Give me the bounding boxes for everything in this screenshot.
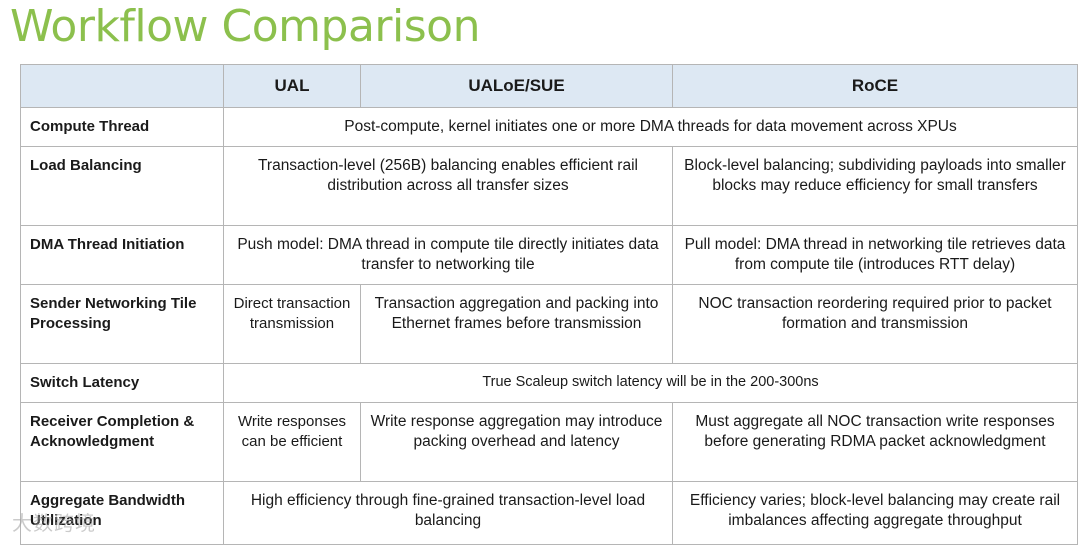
cell-dma-thread-roce: Pull model: DMA thread in networking til…	[672, 225, 1078, 285]
table-row-load-balancing: Load Balancing Transaction-level (256B) …	[20, 146, 1078, 226]
row-label-switch-latency: Switch Latency	[20, 363, 224, 403]
header-roce: RoCE	[672, 64, 1078, 108]
cell-dma-thread-ual-sue: Push model: DMA thread in compute tile d…	[223, 225, 673, 285]
cell-load-balancing-ual-sue: Transaction-level (256B) balancing enabl…	[223, 146, 673, 226]
cell-sender-processing-roce: NOC transaction reordering required prio…	[672, 284, 1078, 364]
table-row-dma-thread: DMA Thread Initiation Push model: DMA th…	[20, 225, 1078, 285]
table-row-sender-processing: Sender Networking Tile Processing Direct…	[20, 284, 1078, 364]
row-label-dma-thread: DMA Thread Initiation	[20, 225, 224, 285]
cell-receiver-completion-sue: Write response aggregation may introduce…	[360, 402, 673, 482]
table-row-switch-latency: Switch Latency True Scaleup switch laten…	[20, 363, 1078, 403]
row-label-aggregate-bandwidth: Aggregate Bandwidth Utilization	[20, 481, 224, 545]
cell-switch-latency-all: True Scaleup switch latency will be in t…	[223, 363, 1078, 403]
cell-sender-processing-sue: Transaction aggregation and packing into…	[360, 284, 673, 364]
comparison-table: UAL UALoE/SUE RoCE Compute Thread Post-c…	[20, 64, 1078, 545]
cell-sender-processing-ual: Direct transaction transmission	[223, 284, 361, 364]
cell-aggregate-bandwidth-ual-sue: High efficiency through fine-grained tra…	[223, 481, 673, 545]
page-title: Workflow Comparison	[10, 1, 480, 52]
cell-receiver-completion-roce: Must aggregate all NOC transaction write…	[672, 402, 1078, 482]
table-row-receiver-completion: Receiver Completion & Acknowledgment Wri…	[20, 402, 1078, 482]
table-header-row: UAL UALoE/SUE RoCE	[20, 64, 1078, 108]
watermark-text: 大数跨境	[12, 513, 96, 535]
row-label-load-balancing: Load Balancing	[20, 146, 224, 226]
header-ualoe-sue: UALoE/SUE	[360, 64, 673, 108]
row-label-compute-thread: Compute Thread	[20, 107, 224, 147]
table-row-compute-thread: Compute Thread Post-compute, kernel init…	[20, 107, 1078, 147]
header-corner-cell	[20, 64, 224, 108]
table-row-aggregate-bandwidth: Aggregate Bandwidth Utilization High eff…	[20, 481, 1078, 545]
header-ual: UAL	[223, 64, 361, 108]
row-label-receiver-completion: Receiver Completion & Acknowledgment	[20, 402, 224, 482]
cell-load-balancing-roce: Block-level balancing; subdividing paylo…	[672, 146, 1078, 226]
cell-compute-thread-all: Post-compute, kernel initiates one or mo…	[223, 107, 1078, 147]
cell-receiver-completion-ual: Write responses can be efficient	[223, 402, 361, 482]
row-label-sender-processing: Sender Networking Tile Processing	[20, 284, 224, 364]
cell-aggregate-bandwidth-roce: Efficiency varies; block-level balancing…	[672, 481, 1078, 545]
